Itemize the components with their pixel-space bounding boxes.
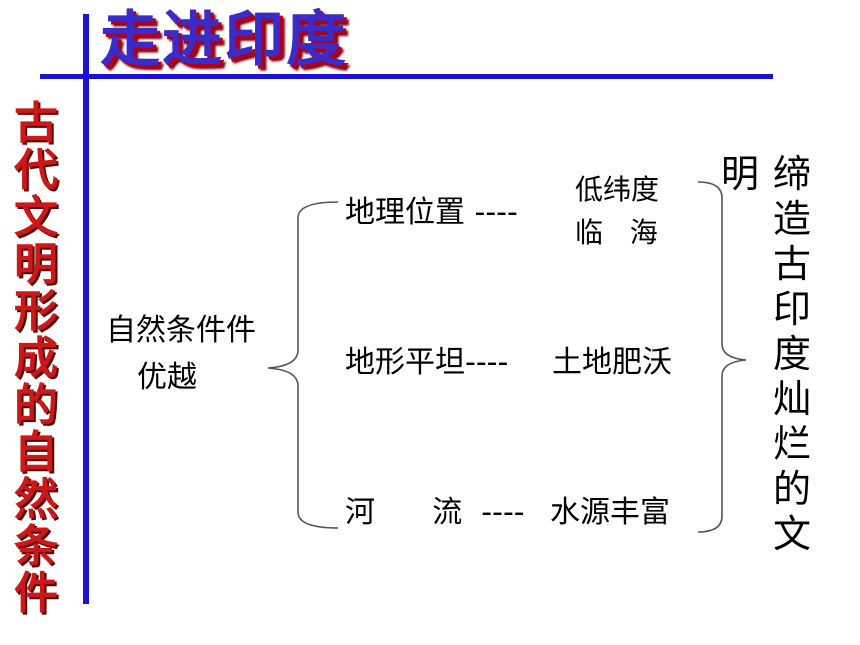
main-node-line1: 自然条件件: [106, 313, 256, 348]
left-brace: [267, 201, 339, 529]
result-column-2: 缔造古印度灿烂的文: [772, 152, 811, 556]
title-underline: [40, 74, 773, 79]
result-column-1: 明: [720, 152, 759, 196]
row-1-label: 地理位置 ----: [345, 195, 518, 230]
main-node-line2: 优越: [137, 360, 197, 395]
row-2-result: 土地肥沃: [552, 345, 672, 380]
page-title: 走进印度: [100, 5, 348, 75]
vertical-divider: [83, 14, 89, 604]
row-1-result-line2: 临 海: [575, 216, 658, 249]
row-3-result: 水源丰富: [550, 495, 670, 530]
row-1-result-line1: 低纬度: [575, 173, 660, 206]
side-title: 古代文明形成的自然条件: [14, 98, 58, 619]
row-2-label: 地形平坦----: [345, 345, 509, 380]
row-3-label: 河 流 ----: [345, 495, 525, 530]
right-brace: [697, 181, 747, 533]
